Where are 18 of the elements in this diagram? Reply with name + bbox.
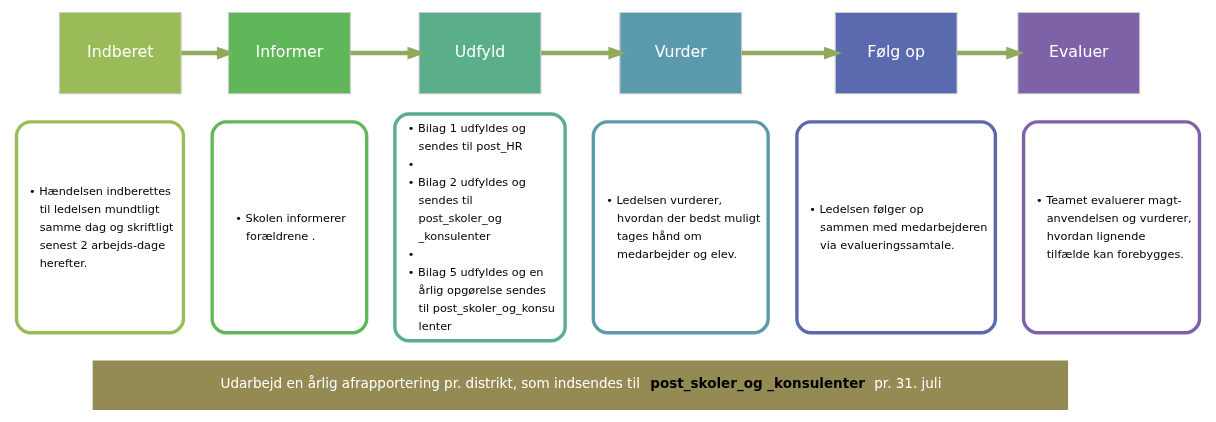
arrow (741, 46, 843, 60)
arrow (181, 46, 236, 60)
node-box: Evaluer (1017, 11, 1141, 95)
node-box: • Skolen informerer forældrene . (210, 120, 369, 335)
node-box: Informer (227, 11, 351, 95)
node-box: • Bilag 1 udfyldes og sendes til post_HR • • Bilag 2 udfyldes og sendes til post_skoler_og _konsulenter • • Bilag 5 udfyldes og en årlig opgørelse sendes til post_skoler_og_konsulenter (393, 112, 567, 343)
node-box: • Ledelsen følger op sammen med medarbejderen via evalueringssamtale. (795, 120, 998, 335)
node-box: Udarbejd en årlig afrapportering pr. distrikt, som indsendes til post_skoler_og _konsulenter pr. 31. juli (92, 360, 1069, 411)
node-box: • Ledelsen vurderer, hvordan der bedst muligt tages hånd om medarbejder og elev. (591, 120, 770, 335)
node-box: Følg op (834, 11, 958, 95)
arrow (541, 46, 627, 60)
node-box: Udfyld (418, 11, 542, 95)
node-box: • Hændelsen indberettes til ledelsen mundtligt samme dag og skriftligt senest 2 arbejds-dage herefter. (14, 120, 186, 335)
arrow (350, 46, 426, 60)
arrow (957, 46, 1025, 60)
node-box: Indberet (58, 11, 182, 95)
node-box: • Teamet evaluerer magt-anvendelsen og vurderer, hvordan lignende tilfælde kan forebygges. (1021, 120, 1202, 335)
node-box: Vurder (619, 11, 743, 95)
